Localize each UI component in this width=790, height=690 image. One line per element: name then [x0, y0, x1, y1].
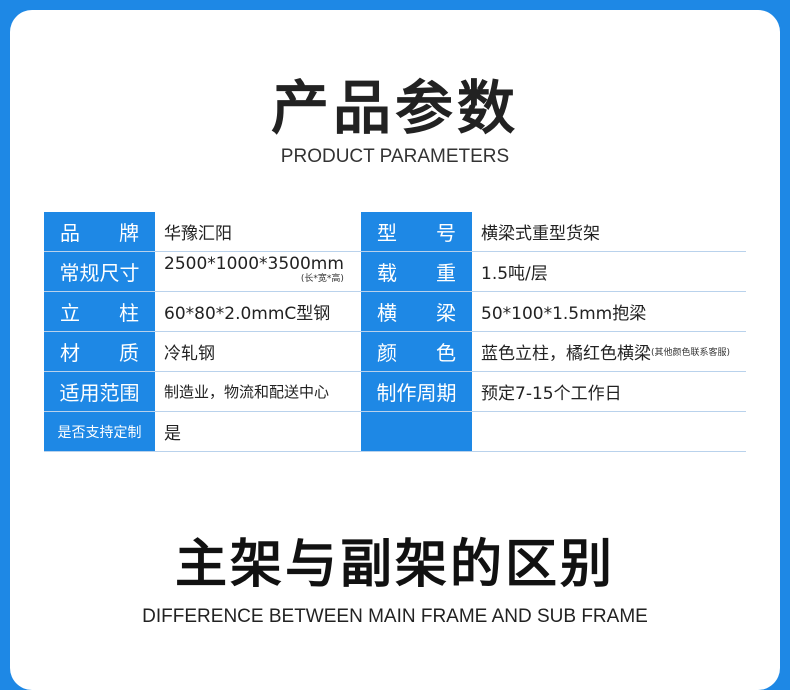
page-subtitle: PRODUCT PARAMETERS: [280, 146, 510, 167]
param-label: 型号: [361, 212, 472, 251]
page-title: 产品参数: [270, 74, 519, 142]
param-value: 华豫汇阳: [164, 224, 232, 244]
param-value: 冷轧钢: [164, 344, 215, 364]
param-label: 常规尺寸: [44, 252, 155, 291]
param-value: 横梁式重型货架: [481, 224, 600, 244]
section-title: 主架与副架的区别: [174, 535, 615, 595]
param-label: 立柱: [44, 292, 155, 331]
param-value: 2500*1000*3500mm (长*宽*高): [155, 252, 361, 291]
param-value-text: 蓝色立柱，橘红色横梁: [481, 344, 651, 364]
table-row: 常规尺寸 2500*1000*3500mm (长*宽*高) 载重 1.5吨/层: [44, 252, 746, 292]
param-label: 横梁: [361, 292, 472, 331]
table-row: 适用范围 制造业，物流和配送中心 制作周期 预定7-15个工作日: [44, 372, 746, 412]
parameters-table: 品牌 华豫汇阳 型号 横梁式重型货架 常规尺寸 2500*1000*3500mm…: [44, 212, 746, 452]
table-row: 品牌 华豫汇阳 型号 横梁式重型货架: [44, 212, 746, 252]
param-value: 蓝色立柱，橘红色横梁(其他颜色联系客服): [472, 332, 746, 371]
param-value: 1.5吨/层: [481, 264, 548, 284]
table-row: 材质 冷轧钢 颜色 蓝色立柱，橘红色横梁(其他颜色联系客服): [44, 332, 746, 372]
param-value: 预定7-15个工作日: [481, 384, 622, 404]
table-row: 立柱 60*80*2.0mmC型钢 横梁 50*100*1.5mm抱梁: [44, 292, 746, 332]
param-label: 颜色: [361, 332, 472, 371]
param-value: 50*100*1.5mm抱梁: [481, 304, 647, 324]
section-subtitle: DIFFERENCE BETWEEN MAIN FRAME AND SUB FR…: [142, 606, 648, 627]
param-value: [472, 412, 746, 451]
param-label: 载重: [361, 252, 472, 291]
param-label: [361, 412, 472, 451]
param-value: 是: [164, 424, 181, 444]
table-row: 是否支持定制 是: [44, 412, 746, 452]
param-label: 品牌: [44, 212, 155, 251]
param-value: 制造业，物流和配送中心: [164, 383, 330, 401]
param-value-note: (其他颜色联系客服): [651, 348, 731, 358]
param-label: 适用范围: [44, 372, 155, 411]
param-label: 是否支持定制: [44, 412, 155, 451]
param-value-text: 2500*1000*3500mm: [164, 254, 344, 274]
param-label: 材质: [44, 332, 155, 371]
param-value-note: (长*宽*高): [300, 274, 344, 284]
param-label: 制作周期: [361, 372, 472, 411]
param-value: 60*80*2.0mmC型钢: [164, 304, 331, 324]
